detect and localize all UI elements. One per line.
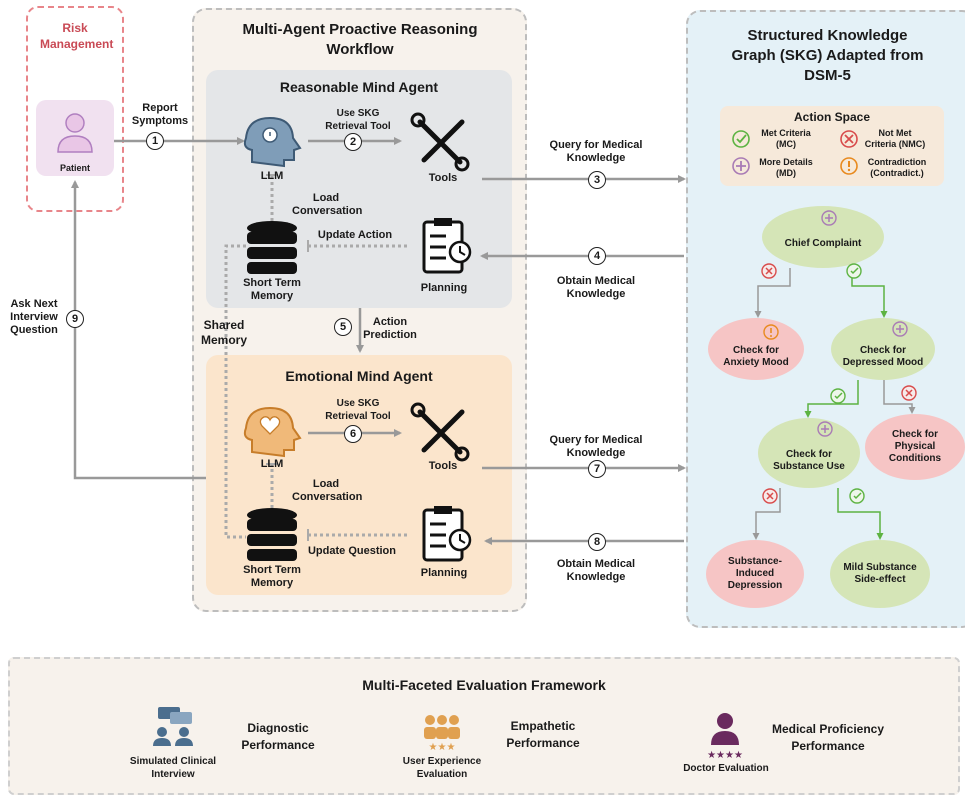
action-space-title: Action Space — [793, 110, 871, 124]
use-skg-label-2: Use SKG Retrieval Tool — [325, 398, 391, 422]
evaluation-panel — [8, 657, 960, 795]
update-question-label: Update Question — [307, 545, 396, 557]
workflow-title: Multi-Agent Proactive Reasoning Workflow — [242, 21, 478, 58]
patient-label: Patient — [59, 163, 90, 173]
md-icon-substance — [817, 421, 833, 437]
diagnostic-performance-label: Diagnostic Performance — [241, 721, 315, 752]
tools-icon-2 — [410, 402, 470, 462]
empathetic-performance-label: Empathetic Performance — [506, 719, 580, 750]
patient-icon — [57, 113, 93, 153]
tools-label-1: Tools — [428, 172, 458, 184]
database-icon — [247, 221, 297, 274]
node-physical-conditions: Check for Physical Conditions — [865, 414, 965, 480]
node-mild-side-effect: Mild Substance Side-effect — [830, 540, 930, 608]
action-space-box — [720, 106, 944, 186]
nmc-mark-1 — [761, 263, 777, 279]
step-3: 3 — [588, 171, 606, 189]
reasonable-agent-title: Reasonable Mind Agent — [279, 79, 439, 95]
llm-label-2: LLM — [260, 458, 284, 470]
update-action-label: Update Action — [317, 229, 393, 241]
nmc-label: Not Met Criteria (NMC) — [864, 128, 926, 149]
short-term-memory-label-1: Short Term Memory — [243, 277, 301, 302]
skg-title: Structured Knowledge Graph (SKG) Adapted… — [731, 27, 924, 84]
llm-heart-head-icon — [243, 406, 302, 458]
met-criteria-icon — [732, 130, 750, 148]
llm-label-1: LLM — [260, 170, 284, 182]
tools-icon — [410, 112, 470, 172]
node-chief-complaint: Chief Complaint — [762, 206, 884, 268]
planning-label-1: Planning — [420, 282, 468, 294]
step-6: 6 — [344, 425, 362, 443]
not-met-criteria-icon — [840, 130, 858, 148]
step-5: 5 — [334, 318, 352, 336]
planning-icon — [422, 218, 472, 274]
step-8: 8 — [588, 533, 606, 551]
tools-label-2: Tools — [428, 460, 458, 472]
step-1: 1 — [146, 132, 164, 150]
planning-label-2: Planning — [420, 567, 468, 579]
contradict-icon-anxiety — [763, 324, 779, 340]
user-experience-caption: User Experience Evaluation — [402, 756, 482, 780]
step-7: 7 — [588, 460, 606, 478]
shared-memory-label: Shared Memory — [200, 318, 247, 347]
action-prediction-label: Action Prediction — [363, 316, 417, 341]
md-icon-depressed — [892, 321, 908, 337]
node-depressed-mood: Check for Depressed Mood — [831, 318, 935, 380]
mc-label: Met Criteria (MC) — [761, 128, 811, 149]
step-2: 2 — [344, 133, 362, 151]
svg-text:★★★: ★★★ — [429, 742, 456, 753]
evaluation-title: Multi-Faceted Evaluation Framework — [362, 677, 606, 693]
contradiction-label: Contradiction (Contradict.) — [867, 157, 927, 178]
doctor-rating-icon: ★★★★ — [707, 713, 743, 761]
more-details-icon — [732, 157, 750, 175]
short-term-memory-label-2: Short Term Memory — [243, 564, 301, 589]
query-knowledge-label-1: Query for Medical Knowledge — [549, 139, 643, 164]
mc-mark-3 — [849, 488, 865, 504]
step-9: 9 — [66, 310, 84, 328]
md-icon-chief — [821, 210, 837, 226]
node-substance-induced-depression: Substance-Induced Depression — [706, 540, 804, 608]
use-skg-label-1: Use SKG Retrieval Tool — [325, 108, 391, 132]
contradiction-icon — [840, 157, 858, 175]
database-icon-2 — [247, 508, 297, 561]
doctor-evaluation-caption: Doctor Evaluation — [683, 763, 769, 774]
svg-text:★★★★: ★★★★ — [707, 750, 743, 761]
user-rating-icon: ★★★ — [424, 715, 460, 753]
obtain-knowledge-label-2: Obtain Medical Knowledge — [556, 558, 636, 583]
simulated-interview-caption: Simulated Clinical Interview — [129, 756, 217, 780]
load-conversation-label-1: Load Conversation — [292, 192, 363, 217]
query-knowledge-label-2: Query for Medical Knowledge — [549, 434, 643, 459]
ask-next-question-label: Ask Next Interview Question — [10, 298, 58, 336]
nmc-mark-2 — [901, 385, 917, 401]
planning-icon-2 — [422, 506, 472, 562]
emotional-agent-title: Emotional Mind Agent — [285, 368, 433, 384]
report-symptoms-label: Report Symptoms — [131, 102, 189, 127]
mc-mark-2 — [830, 388, 846, 404]
obtain-knowledge-label-1: Obtain Medical Knowledge — [556, 275, 636, 300]
risk-management-title: Risk Management — [40, 21, 114, 51]
mc-mark-1 — [846, 263, 862, 279]
medical-proficiency-label: Medical Proficiency Performance — [771, 722, 885, 753]
arrow-ask-next — [71, 180, 206, 480]
node-substance-use: Check for Substance Use — [758, 418, 860, 488]
nmc-mark-3 — [762, 488, 778, 504]
step-4: 4 — [588, 247, 606, 265]
node-anxiety-mood: Check for Anxiety Mood — [708, 318, 804, 380]
md-label: More Details (MD) — [759, 157, 813, 178]
chat-people-icon — [153, 707, 193, 746]
load-conversation-label-2: Load Conversation — [292, 478, 363, 503]
llm-head-icon — [243, 116, 302, 168]
